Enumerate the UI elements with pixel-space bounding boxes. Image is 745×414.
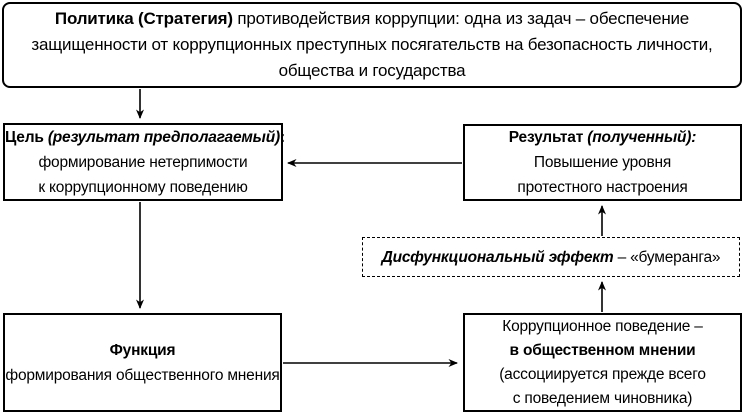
dysfunctional-effect-italic: Дисфункциональный эффект bbox=[381, 248, 614, 266]
goal-title: Цель (результат предполагаемый): bbox=[5, 125, 285, 150]
function-box: Функция формирования общественного мнени… bbox=[3, 313, 282, 412]
policy-strategy-box: Политика (Стратегия) противодействия кор… bbox=[2, 2, 742, 88]
dysfunctional-effect-box: Дисфункциональный эффект – «бумеранга» bbox=[362, 237, 740, 277]
behavior-line4: с поведением чиновника) bbox=[512, 389, 693, 407]
corrupt-behavior-box: Коррупционное поведение – в общественном… bbox=[463, 313, 742, 412]
dysfunctional-effect-rest: – «бумеранга» bbox=[613, 248, 721, 266]
policy-strategy-description: противодействия коррупции: одна из задач… bbox=[31, 9, 713, 80]
result-title-bold: Результат bbox=[508, 129, 588, 146]
goal-line2: формирование нетерпимости bbox=[38, 153, 248, 171]
result-title: Результат (полученный): bbox=[465, 125, 740, 150]
result-box: Результат (полученный): Повышение уровня… bbox=[463, 124, 742, 201]
goal-box: Цель (результат предполагаемый): формиро… bbox=[3, 123, 285, 201]
function-line2: формирования общественного мнения bbox=[5, 366, 280, 384]
goal-line3: к коррупционному поведению bbox=[38, 178, 248, 196]
goal-title-bold: Цель bbox=[5, 128, 48, 146]
result-line2: Повышение уровня bbox=[533, 154, 672, 171]
behavior-line2: в общественном мнении bbox=[509, 341, 696, 359]
policy-strategy-bold-label: Политика (Стратегия) bbox=[54, 9, 233, 28]
policy-strategy-text: Политика (Стратегия) противодействия кор… bbox=[16, 6, 728, 84]
dysfunctional-effect-text: Дисфункциональный эффект – «бумеранга» bbox=[363, 245, 739, 270]
goal-title-italic: (результат предполагаемый) bbox=[47, 128, 280, 146]
behavior-line3: (ассоциируется прежде всего bbox=[499, 365, 706, 383]
behavior-line1: Коррупционное поведение – bbox=[502, 317, 703, 335]
result-line3: протестного настроения bbox=[517, 179, 688, 196]
result-title-italic: (полученный): bbox=[587, 129, 697, 146]
goal-title-colon: : bbox=[279, 128, 285, 146]
function-title: Функция bbox=[109, 341, 176, 359]
